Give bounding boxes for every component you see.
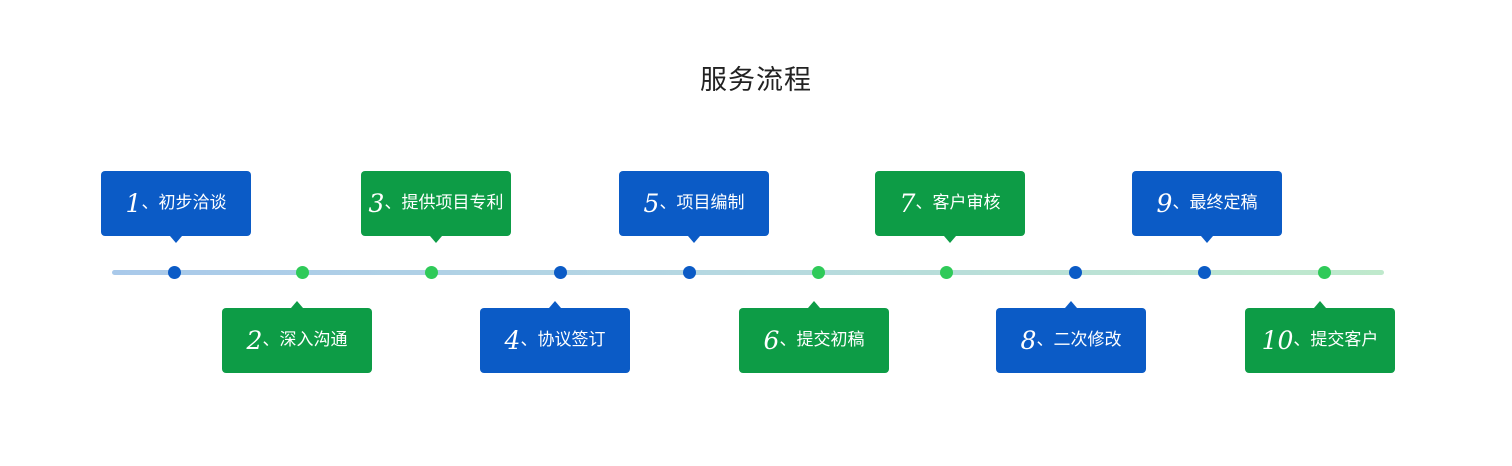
step-label: 、提交初稿 xyxy=(779,330,865,350)
step-number: 4 xyxy=(504,326,521,355)
step-number: 5 xyxy=(643,189,660,218)
step-number: 9 xyxy=(1156,189,1173,218)
timeline-dot-6 xyxy=(811,266,825,279)
step-label: 、二次修改 xyxy=(1036,330,1122,350)
step-label: 、提供项目专利 xyxy=(384,193,504,213)
step-label: 、客户审核 xyxy=(915,193,1001,213)
step-number: 3 xyxy=(368,189,385,218)
step-label: 、项目编制 xyxy=(659,193,745,213)
timeline-track xyxy=(112,270,1384,275)
step-number: 8 xyxy=(1020,326,1037,355)
step-card-7: 7、客户审核 xyxy=(875,171,1025,243)
step-card-5: 5、项目编制 xyxy=(619,171,769,243)
timeline-dot-1 xyxy=(167,266,181,279)
step-card-9: 9、最终定稿 xyxy=(1132,171,1282,243)
step-number: 6 xyxy=(763,326,780,355)
timeline-dot-5 xyxy=(682,266,696,279)
step-number: 7 xyxy=(899,189,916,218)
step-label: 、初步洽谈 xyxy=(141,193,227,213)
timeline-dot-10 xyxy=(1317,266,1331,279)
timeline-dot-8 xyxy=(1068,266,1082,279)
timeline-dot-2 xyxy=(295,266,309,279)
step-card-1: 1、初步洽谈 xyxy=(101,171,251,243)
step-card-4: 4、协议签订 xyxy=(480,301,630,373)
step-label: 、最终定稿 xyxy=(1172,193,1258,213)
step-number: 10 xyxy=(1261,326,1294,355)
step-card-6: 6、提交初稿 xyxy=(739,301,889,373)
step-number: 2 xyxy=(246,326,263,355)
timeline-dot-4 xyxy=(553,266,567,279)
step-card-8: 8、二次修改 xyxy=(996,301,1146,373)
step-card-2: 2、深入沟通 xyxy=(222,301,372,373)
page-title: 服务流程 xyxy=(700,65,812,96)
step-label: 、提交客户 xyxy=(1293,330,1379,350)
step-label: 、深入沟通 xyxy=(262,330,348,350)
timeline-dot-3 xyxy=(424,266,438,279)
step-label: 、协议签订 xyxy=(520,330,606,350)
timeline-dot-9 xyxy=(1197,266,1211,279)
step-card-10: 10、提交客户 xyxy=(1245,301,1395,373)
timeline-dot-7 xyxy=(939,266,953,279)
step-card-3: 3、提供项目专利 xyxy=(361,171,511,243)
step-number: 1 xyxy=(125,189,142,218)
